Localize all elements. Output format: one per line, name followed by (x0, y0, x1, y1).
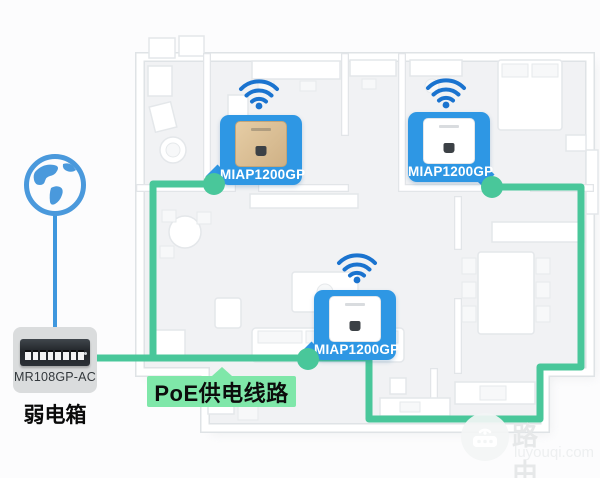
poe-junction-dot (203, 173, 225, 195)
ap-faceplate (235, 121, 287, 167)
ap-brand-mark (439, 125, 459, 128)
watermark-title: 路由器 (512, 421, 541, 478)
globe-icon (24, 154, 86, 216)
ap-card-1: MIAP1200GP (220, 115, 306, 185)
poe-switch-device (20, 339, 90, 366)
poe-label-text: PoE供电线路 (154, 380, 289, 406)
wifi-icon (426, 78, 466, 109)
ap-label: MIAP1200GP (220, 167, 306, 182)
poe-line (92, 180, 585, 423)
switch-ports (25, 350, 85, 360)
poe-line-label: PoE供电线路 (147, 367, 296, 407)
switch-led (84, 352, 87, 355)
ap-faceplate (423, 118, 475, 164)
ap-brand-mark (251, 128, 271, 131)
ap-port (255, 146, 267, 156)
switch-model-label: MR108GP-AC (14, 370, 96, 384)
switch-enclosure: MR108GP-AC (13, 327, 97, 393)
weak-current-box-label: 弱电箱 (23, 404, 87, 427)
ap-card-2: MIAP1200GP (408, 112, 494, 182)
wifi-icon (239, 79, 279, 110)
ap-port (443, 143, 455, 153)
ap-faceplate (329, 296, 381, 342)
ap-card-3: MIAP1200GP (314, 290, 400, 360)
ap-label: MIAP1200GP (408, 164, 494, 179)
poe-label-pointer (212, 367, 232, 376)
ap-brand-mark (345, 303, 365, 306)
ap-port (349, 321, 361, 331)
poe-junction-dot (297, 348, 319, 370)
ap-label: MIAP1200GP (314, 342, 400, 357)
watermark-domain: luyouqi.com (514, 444, 595, 461)
uplink-cable (53, 212, 57, 344)
wifi-icon (337, 253, 377, 284)
poe-junction-dot (481, 176, 503, 198)
router-logo-icon (461, 413, 509, 461)
